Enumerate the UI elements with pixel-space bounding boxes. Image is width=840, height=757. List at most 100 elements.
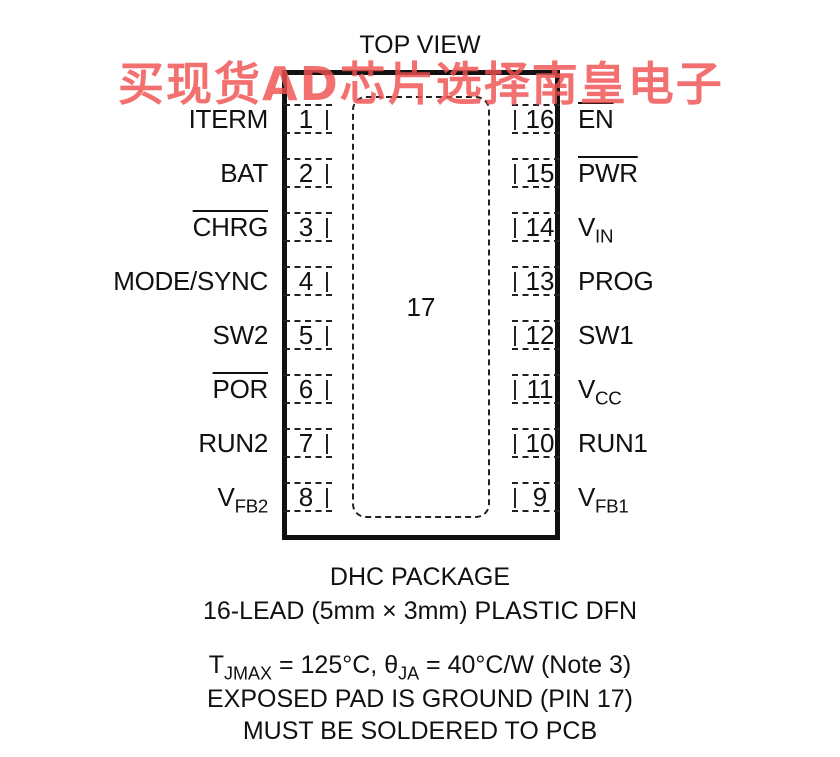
package-description: 16-LEAD (5mm × 3mm) PLASTIC DFN	[202, 597, 638, 625]
watermark-text: 买现货AD芯片选择南皇电子	[118, 57, 724, 111]
pin-8-name-subscript: FB2	[234, 495, 269, 517]
tjmax-symbol: T	[208, 651, 225, 679]
tjmax-value: = 125°C,	[272, 651, 385, 679]
pin-12-name: SW1	[578, 320, 634, 350]
pin-11-name: VCC	[578, 374, 622, 407]
pin-16-pad-edge	[514, 110, 516, 130]
pin-1-pad-edge	[326, 110, 328, 130]
theta-symbol: θ	[384, 651, 399, 679]
theta-subscript: JA	[398, 663, 420, 684]
pin-6-pad-edge	[326, 380, 328, 400]
pin-8-number: 8	[298, 482, 314, 512]
pin-6-name: POR	[212, 374, 269, 404]
pin-8-pad-edge	[326, 488, 328, 508]
pin-3-pad: 3	[284, 212, 332, 242]
pin-12-pad-edge	[512, 348, 560, 350]
exposed-pad	[352, 96, 490, 518]
pin-7-pad-edge	[284, 428, 332, 430]
pin-9-pad-edge	[512, 482, 560, 484]
pin-8-pad-edge	[284, 482, 332, 484]
pin-4-pad-edge	[326, 272, 328, 292]
pin-15-number: 15	[525, 158, 555, 188]
pin-7-name: RUN2	[198, 428, 268, 458]
pin-5-number: 5	[298, 320, 314, 350]
pin-3-pad-edge	[284, 212, 332, 214]
pin-11-number: 11	[526, 374, 554, 404]
pin-14-pad-edge	[514, 218, 516, 238]
pin-2-name-text: BAT	[220, 158, 268, 188]
pin-14-pad-edge	[512, 240, 560, 242]
pin-9-pad-edge	[514, 488, 516, 508]
pin-10-name: RUN1	[578, 428, 648, 458]
pin-9-pad: 9	[512, 482, 560, 512]
pin-6-pad-edge	[284, 402, 332, 404]
pin-3-number: 3	[298, 212, 314, 242]
pin-16-name-text: EN	[578, 104, 614, 134]
pin-15-pad: 15	[512, 158, 560, 188]
pin-5-pad-edge	[326, 326, 328, 346]
pin-13-pad-edge	[512, 266, 560, 268]
pin-3-name-text: CHRG	[192, 212, 269, 242]
pin-14-number: 14	[525, 212, 555, 242]
pin-14-pad-edge	[512, 212, 560, 214]
pin-9-number: 9	[532, 482, 548, 512]
pin-11-pad-edge	[514, 380, 516, 400]
pin-14-name: VIN	[578, 212, 613, 245]
pin-2-pad-edge	[284, 158, 332, 160]
pin-7-pad-edge	[284, 456, 332, 458]
pin-10-pad-edge	[514, 434, 516, 454]
pin-16-pad-edge	[512, 132, 560, 134]
pin-14-pad: 14	[512, 212, 560, 242]
pin-15-pad-edge	[514, 164, 516, 184]
pin-8-pad-edge	[284, 510, 332, 512]
thermal-spec: TJMAX = 125°C, θJA = 40°C/W (Note 3)	[0, 650, 840, 684]
pin-16-name: EN	[578, 104, 614, 134]
pin-4-pad-edge	[284, 266, 332, 268]
pin-13-pad: 13	[512, 266, 560, 296]
pin-3-pad-edge	[284, 240, 332, 242]
pin-13-pad-edge	[512, 294, 560, 296]
pin-12-pad-edge	[512, 320, 560, 322]
pin-15-name: PWR	[578, 158, 638, 188]
pin-9-name-subscript: FB1	[595, 495, 629, 517]
pin-15-name-text: PWR	[578, 158, 638, 188]
pin-4-name-text: MODE/SYNC	[113, 266, 268, 296]
pin-16-pad: 16	[512, 104, 560, 134]
pin-1-pad-edge	[284, 104, 332, 106]
pin-13-name-text: PROG	[578, 266, 654, 296]
pin-11-pad-edge	[512, 374, 560, 376]
pin-12-number: 12	[525, 320, 555, 350]
pin-5-name-text: SW2	[212, 320, 269, 350]
pin-3-name: CHRG	[192, 212, 269, 242]
pin-13-number: 13	[525, 266, 555, 296]
pin-9-name: VFB1	[578, 482, 629, 515]
pin-13-name: PROG	[578, 266, 654, 296]
pin-6-pad-edge	[284, 374, 332, 376]
pin-1-name: ITERM	[189, 104, 269, 134]
pin-7-pad-edge	[326, 434, 328, 454]
pin-8-name: VFB2	[217, 482, 269, 515]
pin-2-number: 2	[298, 158, 314, 188]
pin-11-name-subscript: CC	[595, 387, 622, 409]
pin-6-name-text: POR	[212, 374, 269, 404]
exposed-pad-note: EXPOSED PAD IS GROUND (PIN 17)	[206, 685, 633, 713]
pin-5-pad-edge	[284, 348, 332, 350]
pin-8-name-text: V	[217, 482, 235, 512]
package-name: DHC PACKAGE	[329, 563, 511, 591]
pin-16-pad-edge	[512, 104, 560, 106]
pin-10-name-text: RUN1	[578, 428, 648, 458]
pin-4-pad-edge	[284, 294, 332, 296]
pin-8-pad: 8	[284, 482, 332, 512]
pin-16-number: 16	[525, 104, 555, 134]
pin-2-pad-edge	[284, 186, 332, 188]
pin-4-name: MODE/SYNC	[113, 266, 268, 296]
package-body	[282, 70, 560, 540]
pin-1-pad: 1	[284, 104, 332, 134]
pin-10-pad-edge	[512, 456, 560, 458]
pin-15-pad-edge	[512, 158, 560, 160]
solder-note: MUST BE SOLDERED TO PCB	[242, 717, 598, 745]
pin-1-pad-edge	[284, 132, 332, 134]
pin-10-pad: 10	[512, 428, 560, 458]
pin-5-pad: 5	[284, 320, 332, 350]
pin-9-pad-edge	[512, 510, 560, 512]
